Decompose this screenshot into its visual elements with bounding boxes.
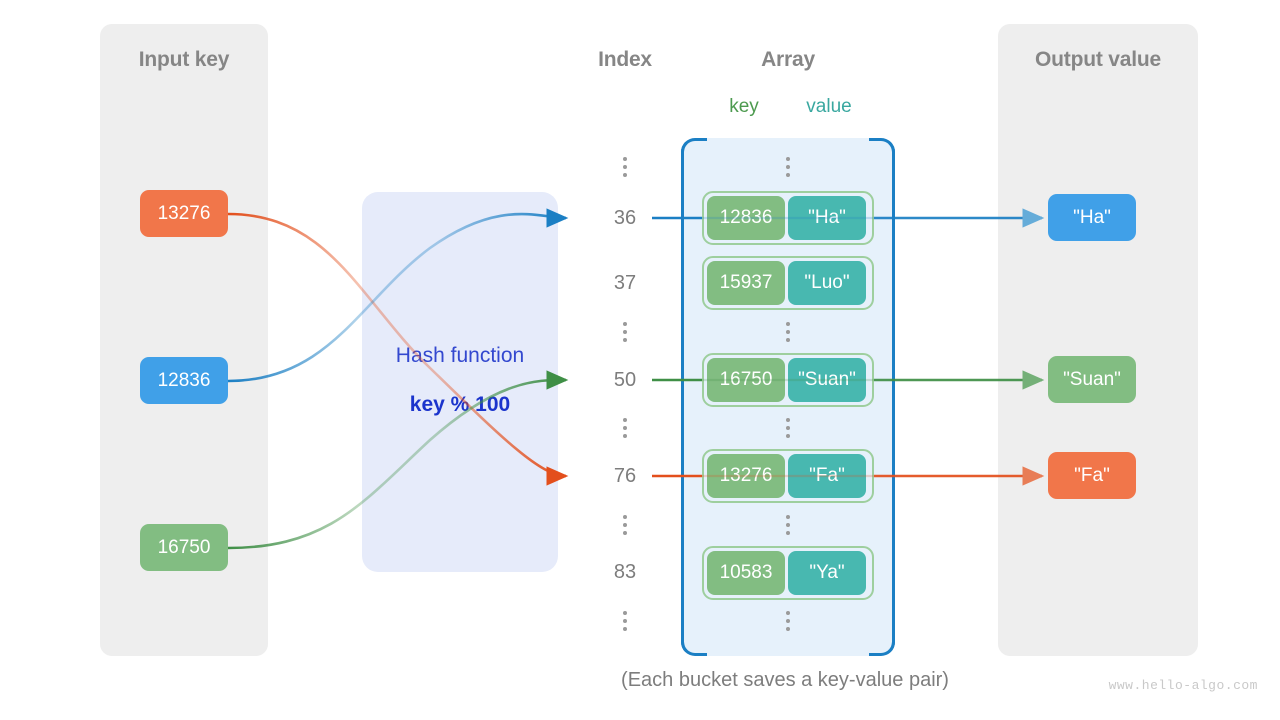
output-value-panel [998,24,1198,656]
bucket-83[interactable]: 10583 "Ya" [702,546,874,600]
watermark: www.hello-algo.com [1108,678,1258,693]
bucket-36-key: 12836 [707,196,785,240]
index-ellipsis-bottom [595,604,655,638]
bucket-37[interactable]: 15937 "Luo" [702,256,874,310]
bucket-36[interactable]: 12836 "Ha" [702,191,874,245]
output-value-suan[interactable]: "Suan" [1048,356,1136,403]
array-ellipsis-top [702,150,874,184]
array-title: Array [761,48,815,71]
bucket-36-value: "Ha" [788,196,866,240]
index-label-76: 76 [613,465,637,487]
output-value-ha[interactable]: "Ha" [1048,194,1136,241]
bucket-76-key: 13276 [707,454,785,498]
input-key-13276[interactable]: 13276 [140,190,228,237]
output-value-title: Output value [1035,48,1161,71]
bucket-50-key: 16750 [707,358,785,402]
index-ellipsis-3 [595,411,655,445]
value-column-label: value [806,96,852,117]
array-bracket-bottom-right [869,640,895,656]
index-ellipsis-2 [595,315,655,349]
array-bracket-top-left [681,138,707,154]
index-label-50: 50 [613,369,637,391]
bucket-50-value: "Suan" [788,358,866,402]
array-ellipsis-2 [702,315,874,349]
hash-function-label: Hash function [395,344,525,367]
index-ellipsis-4 [595,508,655,542]
input-key-16750[interactable]: 16750 [140,524,228,571]
array-bracket-bottom-left [681,640,707,656]
bucket-83-key: 10583 [707,551,785,595]
hash-function-box [362,192,558,572]
bucket-37-value: "Luo" [788,261,866,305]
hash-function-formula: key % 100 [409,393,511,416]
index-label-36: 36 [613,207,637,229]
index-title: Index [598,48,652,71]
input-key-title: Input key [138,48,230,71]
index-label-83: 83 [613,561,637,583]
bucket-50[interactable]: 16750 "Suan" [702,353,874,407]
index-ellipsis-top [595,150,655,184]
index-label-37: 37 [613,272,637,294]
array-ellipsis-3 [702,411,874,445]
bucket-76[interactable]: 13276 "Fa" [702,449,874,503]
array-ellipsis-4 [702,508,874,542]
diagram-caption: (Each bucket saves a key-value pair) [621,669,949,691]
input-key-12836[interactable]: 12836 [140,357,228,404]
bucket-83-value: "Ya" [788,551,866,595]
array-ellipsis-bottom [702,604,874,638]
key-column-label: key [729,96,759,117]
bucket-76-value: "Fa" [788,454,866,498]
array-bracket-top-right [869,138,895,154]
output-value-fa[interactable]: "Fa" [1048,452,1136,499]
bucket-37-key: 15937 [707,261,785,305]
